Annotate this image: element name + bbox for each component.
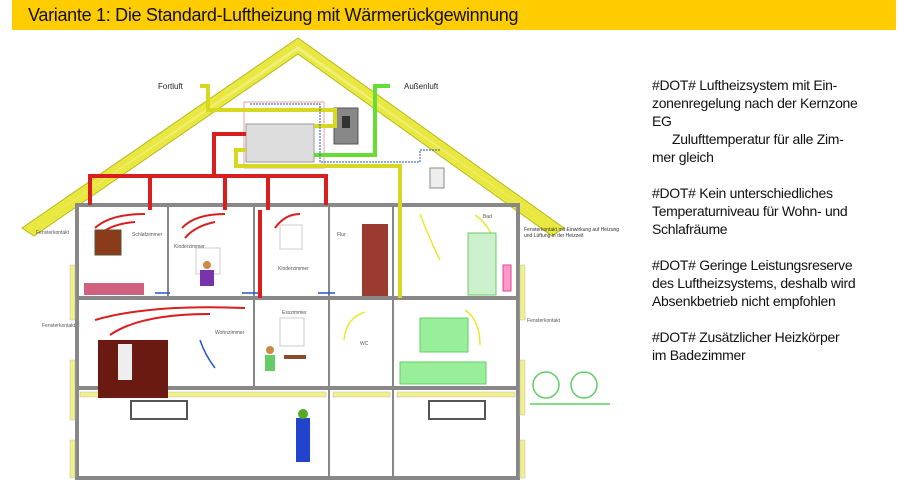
label-wc: WC: [360, 341, 369, 347]
note-item: #DOT# Kein unterschiedliches Temperaturn…: [652, 185, 848, 237]
supply-airflow-arrows: [94, 213, 301, 336]
house-ventilation-diagram: Fortluft Außenluft Schlafzimmer Kinderzi…: [21, 37, 619, 480]
label-fensterkontakt-note: Fensterkontakt mit Einwirkung auf Heizun…: [524, 227, 619, 239]
trees: [530, 371, 610, 405]
label-flur: Flur: [337, 232, 346, 238]
label-kinderzimmer-1: Kinderzimmer: [174, 244, 205, 250]
title-bar: Variante 1: Die Standard-Luftheizung mit…: [12, 0, 896, 30]
label-esszimmer: Esszimmer: [282, 310, 307, 316]
note-item: #DOT# Zusätzlicher Heizkörper im Badezim…: [652, 329, 840, 363]
label-wohnzimmer: Wohnzimmer: [215, 330, 245, 336]
bullet: #DOT#: [652, 77, 696, 93]
label-fensterkontakt-right: Fensterkontakt: [527, 318, 561, 324]
furniture: [84, 224, 512, 420]
return-airflow-arrows: [155, 292, 335, 369]
exhaust-duct: [200, 84, 402, 298]
label-fensterkontakt-eg: Fensterkontakt: [42, 323, 76, 329]
label-schlafzimmer: Schlafzimmer: [132, 232, 163, 238]
note-item: #DOT# Geringe Leistungsreserve des Lufth…: [652, 257, 856, 309]
label-bad: Bad: [483, 214, 492, 220]
supply-air-duct: [88, 132, 328, 298]
label-kinderzimmer-2: Kinderzimmer: [278, 266, 309, 272]
bullet: #DOT#: [652, 185, 696, 201]
bullet: #DOT#: [652, 329, 696, 345]
label-aussenluft: Außenluft: [404, 82, 439, 91]
label-fortluft: Fortluft: [158, 82, 184, 91]
note-item: #DOT# Luftheizsystem mit Ein- zonenregel…: [652, 77, 858, 165]
bullet: #DOT#: [652, 257, 696, 273]
return-air-duct: [250, 103, 440, 163]
notes-list: #DOT# Luftheizsystem mit Ein- zonenregel…: [652, 76, 882, 382]
outdoor-air-duct: [314, 84, 390, 157]
house-walls: [75, 203, 520, 480]
insulation: [69, 264, 526, 479]
people: [200, 261, 310, 462]
label-fensterkontakt-og: Fensterkontakt: [36, 230, 70, 236]
roof: [21, 37, 565, 237]
heat-recovery-unit: [243, 101, 445, 189]
slide-title: Variante 1: Die Standard-Luftheizung mit…: [28, 5, 519, 25]
